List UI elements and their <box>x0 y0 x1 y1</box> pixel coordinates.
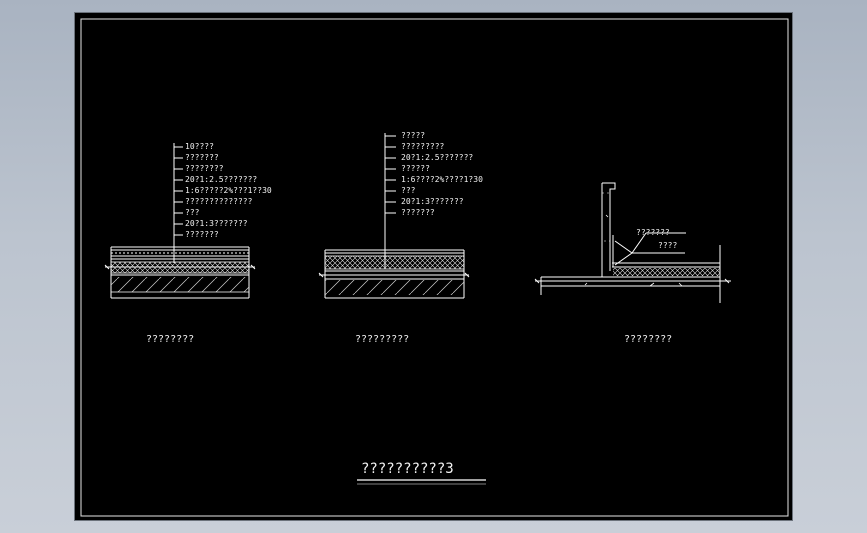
detail-1: 10???? ??????? ???????? 20?1:2.5??????? … <box>104 142 272 345</box>
detail-2-layer-7: 20?1:3??????? <box>401 197 464 206</box>
detail-2-caption: ????????? <box>355 334 409 345</box>
detail-2-layer-3: 20?1:2.5??????? <box>401 153 473 162</box>
detail-2-layer-5: 1:6????2%????1?30 <box>401 175 483 184</box>
detail-1-layer-1: 10???? <box>185 142 214 151</box>
detail-1-layer-3: ???????? <box>185 164 224 173</box>
detail-3-layer-1: ??????? <box>636 228 670 237</box>
detail-2-layer-6: ??? <box>401 186 416 195</box>
detail-1-layer-9: ??????? <box>185 230 219 239</box>
detail-1-layer-6: ?????????????? <box>185 197 253 206</box>
detail-1-layer-7: ??? <box>185 208 200 217</box>
detail-1-caption: ???????? <box>146 334 194 345</box>
detail-2-layer-8: ??????? <box>401 208 435 217</box>
drawing-canvas: 10???? ??????? ???????? 20?1:2.5??????? … <box>80 18 789 517</box>
detail-1-layer-5: 1:6?????2%???1??30 <box>185 186 272 195</box>
drawing-sheet: 10???? ??????? ???????? 20?1:2.5??????? … <box>74 12 793 521</box>
detail-2-layer-4: ?????? <box>401 164 430 173</box>
detail-3-layer-2: ???? <box>658 241 677 250</box>
detail-1-layer-2: ??????? <box>185 153 219 162</box>
sheet-title: ??????????3 <box>361 461 454 477</box>
detail-3: ??????? ???? ???????? <box>534 182 731 345</box>
detail-2: ????? ????????? 20?1:2.5??????? ?????? 1… <box>318 131 483 345</box>
sheet-title-block: ??????????3 <box>357 461 486 485</box>
detail-2-layer-1: ????? <box>401 131 425 140</box>
detail-2-layer-2: ????????? <box>401 142 445 151</box>
inner-frame <box>80 18 789 517</box>
detail-1-layer-4: 20?1:2.5??????? <box>185 175 257 184</box>
detail-3-caption: ???????? <box>624 334 672 345</box>
detail-1-layer-8: 20?1:3??????? <box>185 219 248 228</box>
